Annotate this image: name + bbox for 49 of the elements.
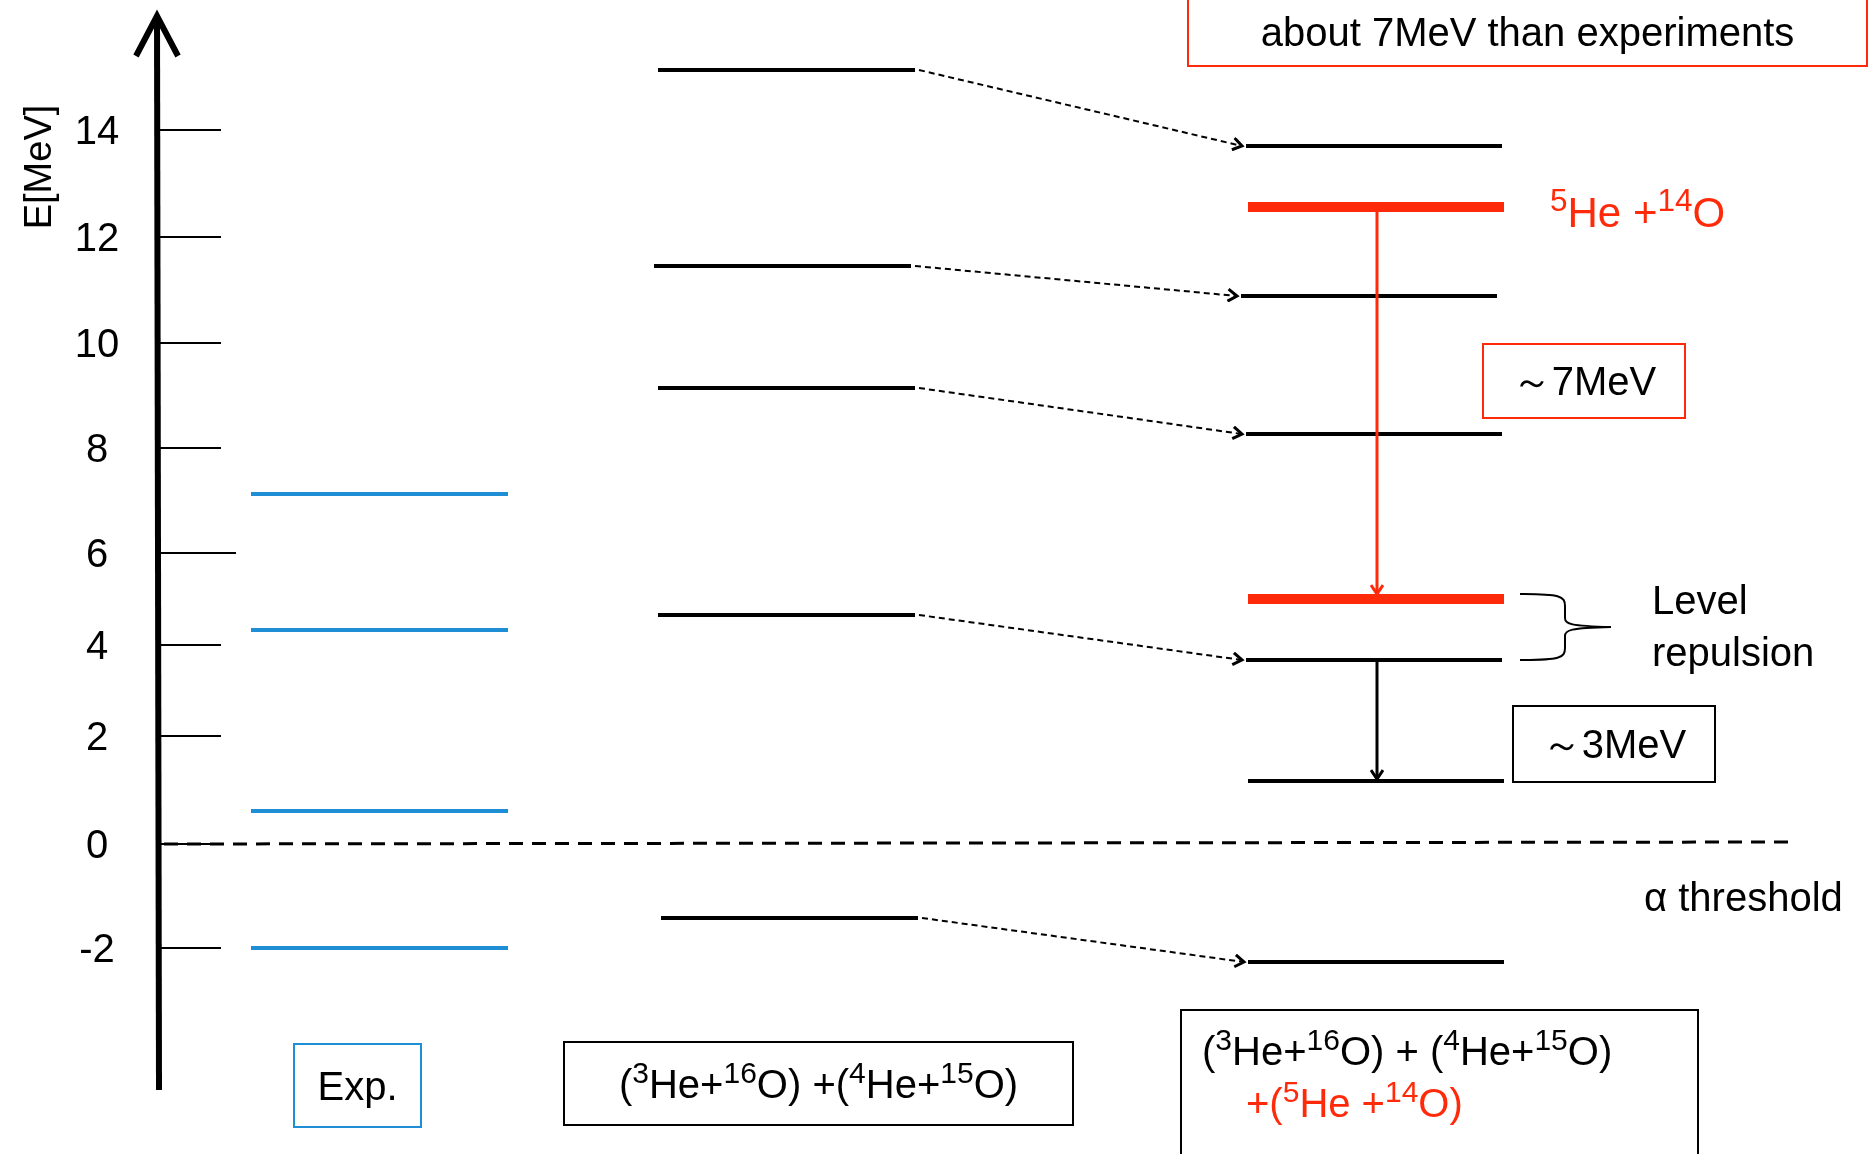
dashed-arrow (918, 614, 1244, 667)
energy-level (1246, 432, 1502, 436)
label-box (1187, 0, 1868, 67)
annotation-text: Level repulsion (1652, 577, 1816, 676)
arrow (1369, 662, 1385, 781)
energy-level (251, 628, 508, 632)
label-box (293, 1043, 422, 1128)
energy-level (1248, 960, 1504, 964)
tick-label: 8 (84, 428, 110, 468)
tick-label: 10 (73, 323, 121, 363)
label-box (1180, 1009, 1699, 1154)
label-box (1482, 343, 1686, 419)
box-text: +($^{5}$He +$^{14}$O) (1245, 1077, 1463, 1127)
tick-label: 6 (84, 533, 110, 573)
energy-level (658, 68, 915, 72)
dashed-arrow (918, 387, 1244, 441)
dashed-arrow (921, 917, 1246, 969)
label-box (1512, 705, 1716, 783)
energy-level (1241, 294, 1497, 298)
energy-level (1248, 779, 1504, 783)
energy-level (654, 264, 911, 268)
box-text: ($^{3}$He+$^{16}$O) +($^{4}$He+$^{15}$O) (618, 1057, 1019, 1108)
tick-label: 14 (73, 110, 121, 150)
tick-label: -2 (78, 928, 116, 968)
box-text: Exp. (317, 1062, 398, 1110)
energy-level (661, 916, 918, 920)
box-text: ($^{3}$He+$^{16}$O) + ($^{4}$He+$^{15}$O) (1202, 1025, 1613, 1075)
tick-label: 12 (73, 217, 121, 257)
box-text: ～7MeV (1511, 358, 1657, 405)
tick-label: 4 (84, 625, 110, 665)
axis-label: E[MeV] (19, 103, 57, 232)
energy-level (251, 946, 508, 950)
box-text: about 7MeV than experiments (1260, 8, 1795, 56)
energy-level (1246, 658, 1502, 662)
energy-level (658, 386, 915, 390)
tick-label: 0 (84, 824, 110, 864)
tick-label: 2 (84, 716, 110, 756)
energy-level (1248, 202, 1504, 212)
energy-level (1248, 594, 1504, 604)
label-box (563, 1041, 1074, 1126)
energy-level (251, 809, 508, 813)
energy-level (658, 613, 915, 617)
arrow (1369, 212, 1385, 596)
dashed-arrow (918, 69, 1244, 152)
dashed-arrow (914, 265, 1239, 303)
energy-level (251, 492, 508, 496)
box-text: ～3MeV (1541, 721, 1687, 768)
annotation-text: α threshold (1644, 874, 1843, 921)
energy-level (1246, 144, 1502, 148)
